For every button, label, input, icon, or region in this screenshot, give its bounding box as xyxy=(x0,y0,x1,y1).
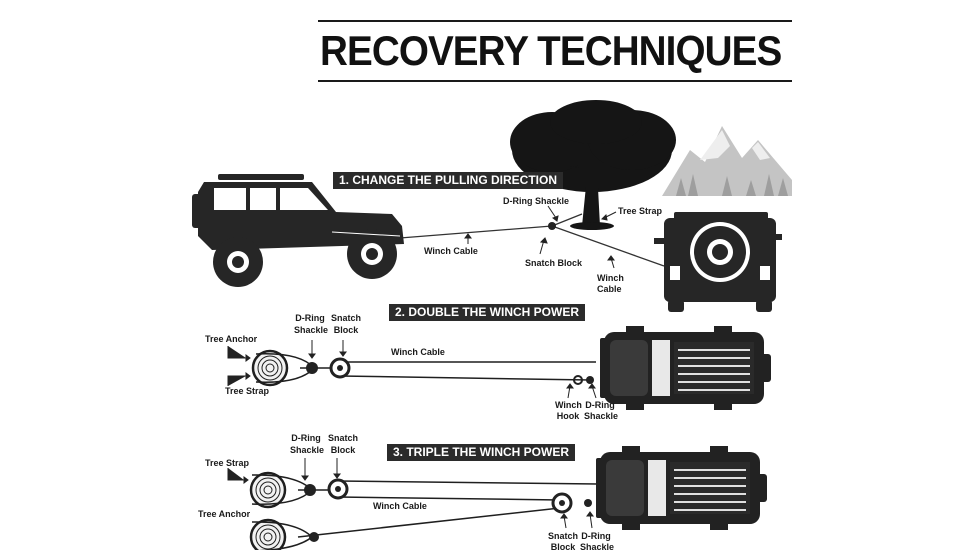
label-tree-strap-3: Tree Strap xyxy=(205,458,250,468)
section-1-heading: 1. CHANGE THE PULLING DIRECTION xyxy=(333,172,564,189)
label-snatch-block: Snatch Block xyxy=(525,258,583,268)
label-d-ring-b: Shackle xyxy=(294,325,329,335)
label-snatch-3d: Block xyxy=(550,542,576,552)
label-d-ring-a: D-Ring xyxy=(295,313,325,323)
label-d-ring-d: Shackle xyxy=(584,411,619,421)
label-winch-hook-b: Hook xyxy=(556,411,580,421)
label-tree-strap: Tree Strap xyxy=(618,206,663,216)
label-tree-anchor-3: Tree Anchor xyxy=(198,509,251,519)
jeep-rear-graphic xyxy=(654,212,782,312)
label-snatch-3b: Block xyxy=(330,445,356,455)
label-tree-anchor: Tree Anchor xyxy=(205,334,258,344)
tree-graphic xyxy=(510,100,676,230)
label-d-ring-c: D-Ring xyxy=(585,400,615,410)
label-winch-hook-a: Winch xyxy=(555,400,582,410)
tree-anchor-icon xyxy=(251,349,289,387)
label-snatch-b: Block xyxy=(333,325,359,335)
truck-top-graphic-3 xyxy=(595,445,768,531)
label-d-ring-3a: D-Ring xyxy=(291,433,321,443)
label-winch-cable-3: Winch Cable xyxy=(391,347,445,357)
label-snatch-a: Snatch xyxy=(331,313,362,323)
title-frame: RECOVERY TECHNIQUES xyxy=(318,20,792,82)
label-d-ring-3b: Shackle xyxy=(290,445,325,455)
page-title: RECOVERY TECHNIQUES xyxy=(320,27,782,74)
label-winch-cable-2a: Winch xyxy=(597,273,624,283)
section-2-heading: 2. DOUBLE THE WINCH POWER xyxy=(389,304,586,321)
label-winch-cable: Winch Cable xyxy=(424,246,478,256)
tree-anchor-icon-3a xyxy=(249,471,287,509)
section-3-heading: 3. TRIPLE THE WINCH POWER xyxy=(387,444,576,461)
snatch-block-icon xyxy=(548,222,556,230)
truck-top-graphic-2 xyxy=(599,325,772,411)
label-snatch-3c: Snatch xyxy=(548,531,579,541)
d-ring-shackle-icon xyxy=(306,362,318,374)
mountain-graphic xyxy=(662,126,792,196)
label-d-ring-3d: Shackle xyxy=(580,542,615,552)
label-winch-cable-2b: Cable xyxy=(597,284,622,294)
winch-hook-icon xyxy=(573,375,583,385)
tree-anchor-icon-3b xyxy=(249,518,287,550)
label-d-ring-shackle: D-Ring Shackle xyxy=(503,196,570,206)
label-snatch-3a: Snatch xyxy=(328,433,359,443)
d-ring-shackle-icon-3 xyxy=(304,484,316,496)
label-winch-cable-4: Winch Cable xyxy=(373,501,427,511)
label-d-ring-3c: D-Ring xyxy=(581,531,611,541)
label-tree-strap-2: Tree Strap xyxy=(225,386,270,396)
jeep-side-graphic xyxy=(192,174,404,287)
